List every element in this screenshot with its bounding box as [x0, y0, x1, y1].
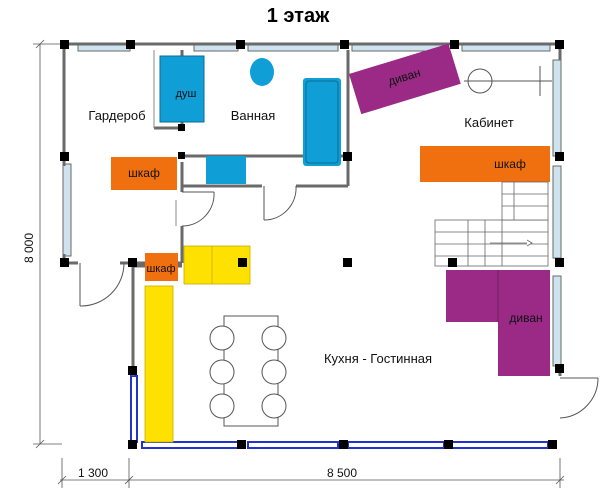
dimension-height-label: 8 000: [22, 233, 36, 263]
room-label-kabinet: Кабинет: [464, 115, 513, 130]
stove-icon: [238, 258, 247, 267]
floor-title: 1 этаж: [267, 5, 330, 27]
dimension-left-label: 1 300: [78, 466, 108, 480]
desk-outline: [464, 66, 552, 96]
kitchen-windows: [130, 375, 549, 449]
staircase: [434, 181, 549, 267]
dimension-main-label: 8 500: [327, 466, 357, 480]
bathtub-inner: [305, 80, 339, 164]
sofa-right-label: диван: [509, 311, 542, 325]
wardrobe-left-label: шкаф: [128, 166, 160, 180]
bathtub: [303, 78, 341, 166]
bath-sink-cabinet: [206, 156, 246, 184]
room-label-vannaya: Ванная: [231, 108, 276, 123]
shower-tray: [159, 55, 205, 123]
windows: [62, 42, 562, 367]
wardrobe-left: [111, 157, 177, 190]
dining-table: [209, 315, 287, 427]
wardrobe-right-label: шкаф: [494, 157, 526, 171]
thin-walls: [153, 50, 177, 226]
sofa-top: диван: [349, 43, 461, 115]
wardrobe-right: [420, 146, 550, 182]
room-label-kuhnya: Кухня - Гостинная: [324, 351, 432, 366]
toilet-icon: [250, 58, 274, 86]
kitchen-counter-left: [144, 285, 174, 443]
pillars: [60, 40, 564, 449]
wardrobe-small: [145, 253, 178, 281]
door-swings: [79, 185, 599, 419]
dimension-lines: [33, 39, 565, 488]
room-label-garderob: Гардероб: [88, 108, 145, 123]
sofa-right: [446, 270, 550, 376]
shower-label: душ: [176, 88, 197, 100]
wardrobe-small-label: шкаф: [146, 263, 175, 275]
